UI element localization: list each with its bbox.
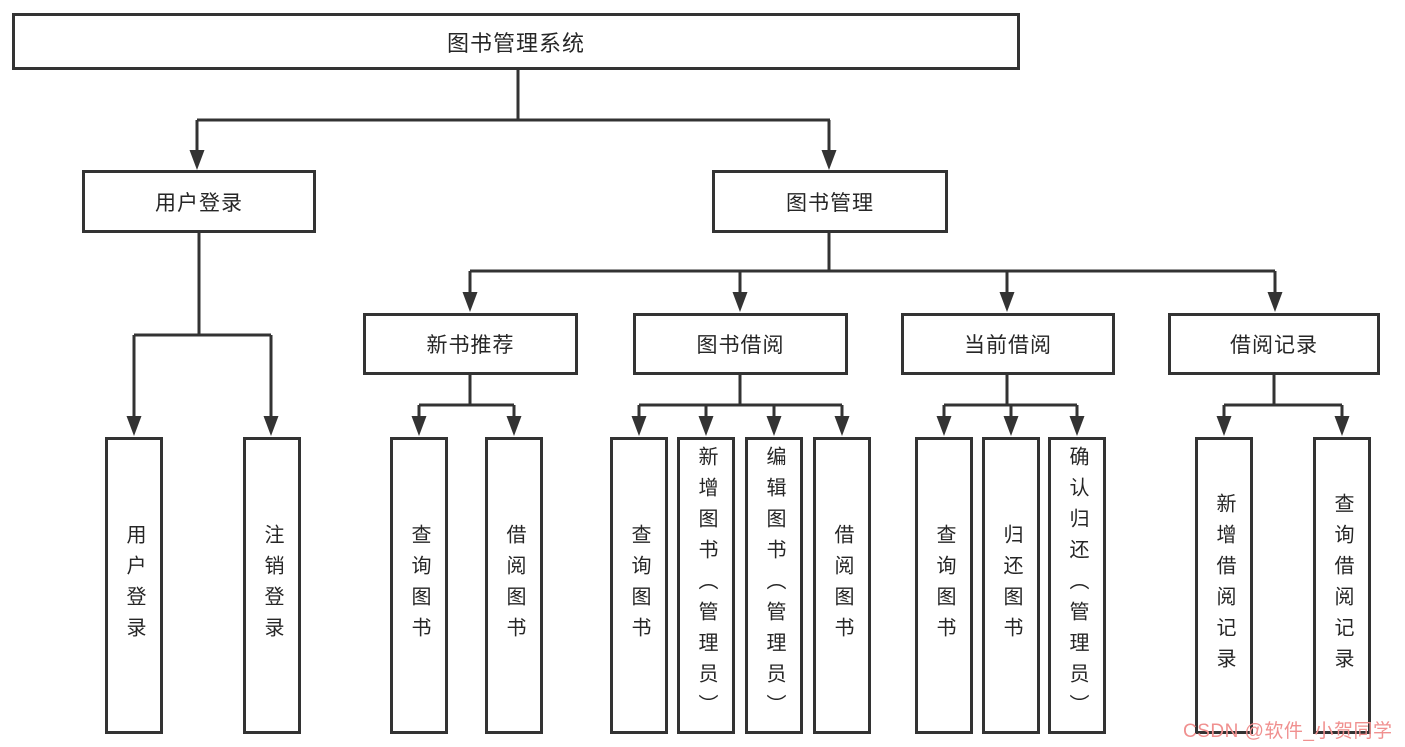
node-label: 用户登录 — [155, 191, 243, 215]
node-label: 新增借阅记录 — [1213, 492, 1235, 679]
node-book-management: 图书管理 — [712, 170, 948, 233]
node-label: 编辑图书（管理员） — [763, 446, 785, 725]
leaf-query-books-current: 查询图书 — [915, 437, 973, 734]
leaf-return-books: 归还图书 — [982, 437, 1040, 734]
leaf-add-book-admin: 新增图书（管理员） — [677, 437, 735, 734]
node-label: 用户登录 — [123, 523, 145, 648]
node-label: 图书管理 — [786, 191, 874, 215]
node-label: 新增图书（管理员） — [695, 446, 717, 725]
csdn-watermark: CSDN @软件_小贺同学 — [1183, 721, 1393, 742]
node-library-management-system: 图书管理系统 — [12, 13, 1020, 70]
leaf-query-books: 查询图书 — [390, 437, 448, 734]
node-current-borrowing: 当前借阅 — [901, 313, 1115, 375]
leaf-query-borrow-record: 查询借阅记录 — [1313, 437, 1371, 734]
node-label: 借阅记录 — [1230, 334, 1318, 357]
node-borrowing-records: 借阅记录 — [1168, 313, 1380, 375]
node-book-borrowing: 图书借阅 — [633, 313, 848, 375]
node-label: 查询图书 — [408, 523, 430, 648]
node-label: 借阅图书 — [831, 523, 853, 648]
node-label: 查询图书 — [628, 523, 650, 648]
leaf-confirm-return-admin: 确认归还（管理员） — [1048, 437, 1106, 734]
node-label: 借阅图书 — [503, 523, 525, 648]
leaf-user-login: 用户登录 — [105, 437, 163, 734]
leaf-edit-book-admin: 编辑图书（管理员） — [745, 437, 803, 734]
node-label: 图书管理系统 — [446, 30, 585, 56]
node-label: 确认归还（管理员） — [1066, 446, 1088, 725]
node-label: 图书借阅 — [696, 334, 785, 357]
node-new-book-recommendation: 新书推荐 — [363, 313, 578, 375]
leaf-add-borrow-record: 新增借阅记录 — [1195, 437, 1253, 734]
node-label: 归还图书 — [1000, 523, 1022, 648]
leaf-borrow-books-borrowing: 借阅图书 — [813, 437, 871, 734]
leaf-borrow-books: 借阅图书 — [485, 437, 543, 734]
node-user-login: 用户登录 — [82, 170, 316, 233]
node-label: 当前借阅 — [964, 334, 1052, 357]
node-label: 查询图书 — [933, 523, 955, 648]
leaf-logout: 注销登录 — [243, 437, 301, 734]
node-label: 查询借阅记录 — [1331, 492, 1353, 679]
node-label: 新书推荐 — [426, 334, 515, 357]
leaf-query-books-borrowing: 查询图书 — [610, 437, 668, 734]
node-label: 注销登录 — [261, 523, 283, 648]
